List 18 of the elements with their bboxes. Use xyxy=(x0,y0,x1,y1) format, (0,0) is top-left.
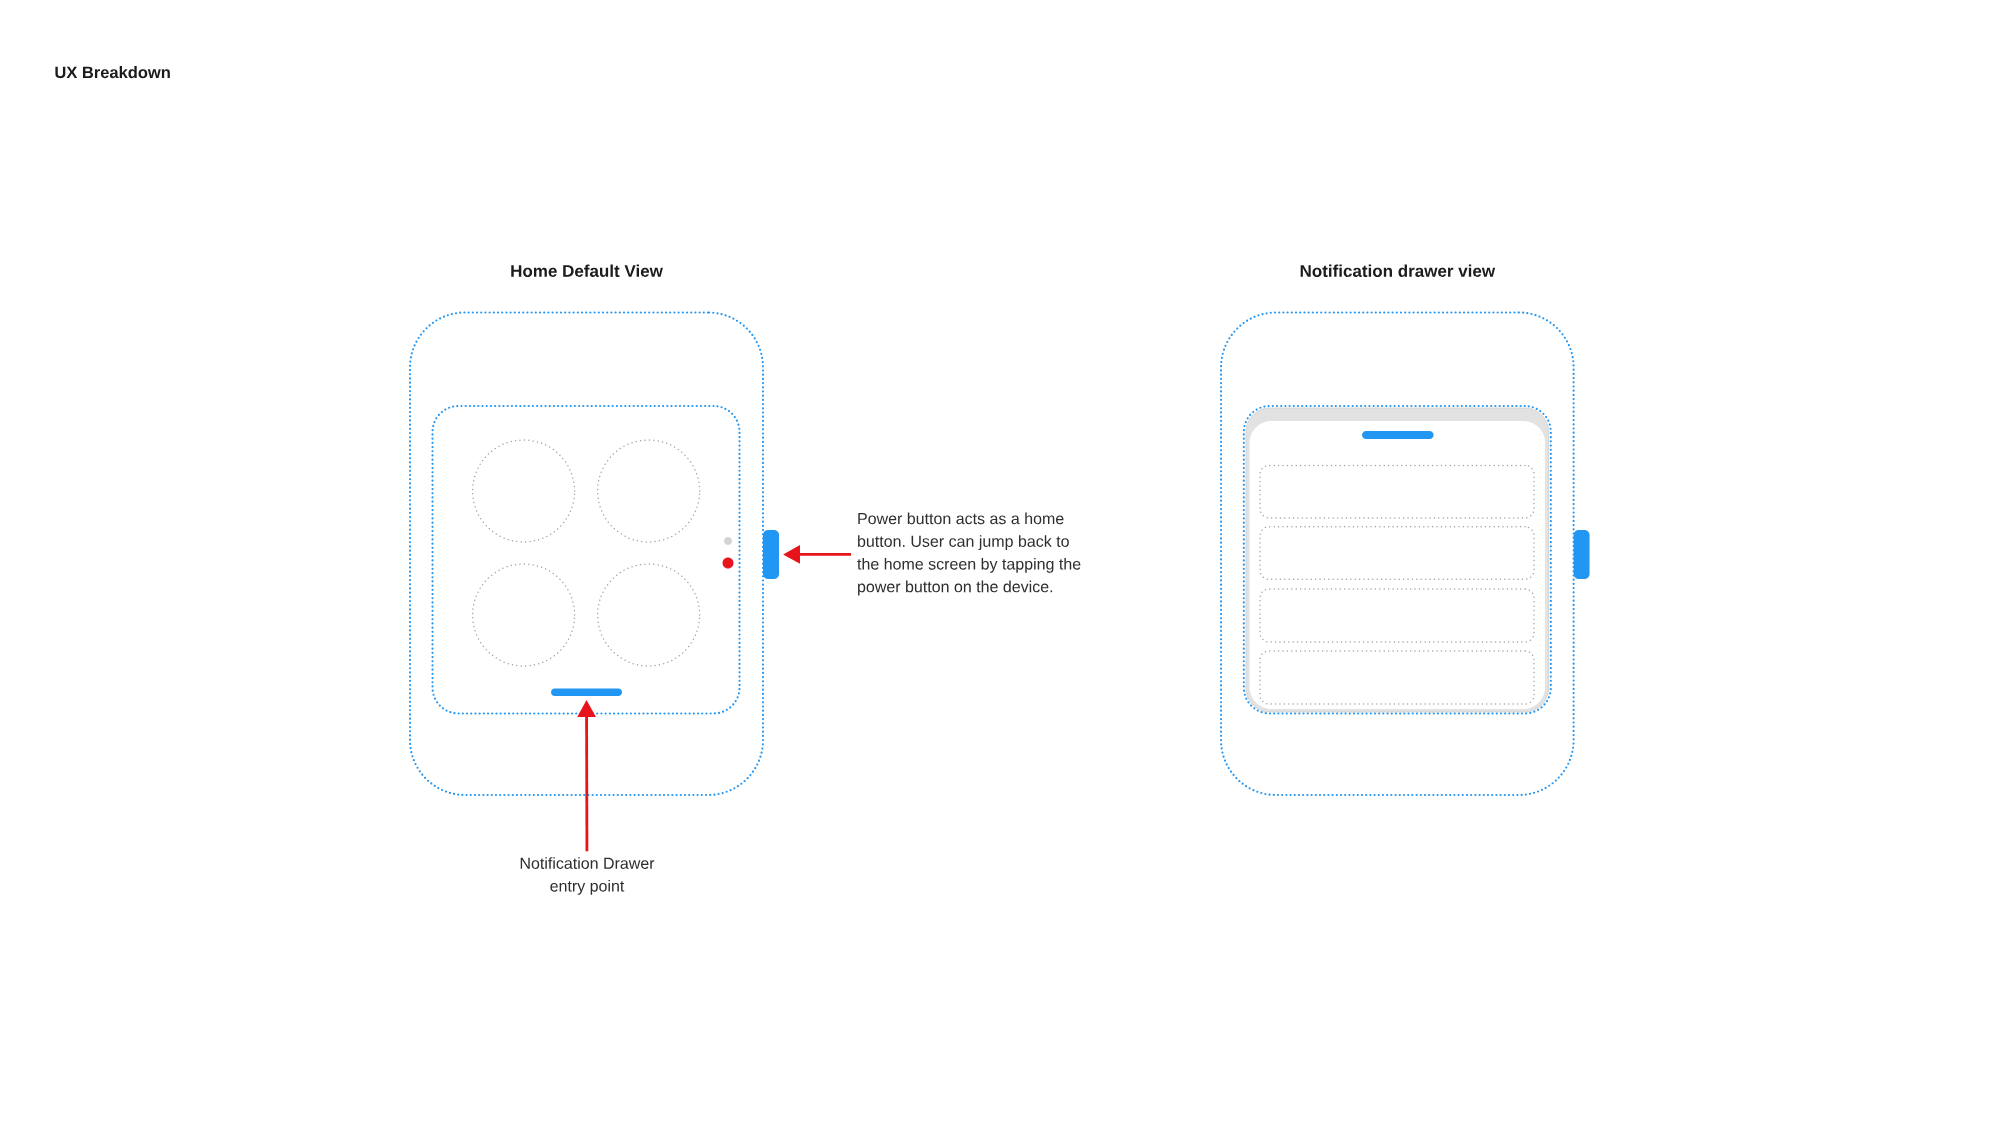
page-title: UX Breakdown xyxy=(55,66,170,79)
notification-card xyxy=(1259,526,1535,581)
notification-card xyxy=(1259,588,1535,643)
node-label: Home Default View xyxy=(511,264,663,277)
app-circle xyxy=(471,563,576,667)
home-bar xyxy=(551,688,622,696)
note-text: Power button acts as a home button. User can jump back to the home screen by tapping the power button on the device. xyxy=(857,512,1081,596)
app-circle xyxy=(471,439,576,543)
notification-card xyxy=(1259,650,1535,705)
power-button xyxy=(763,530,779,579)
app-circle xyxy=(596,439,701,543)
notification-card xyxy=(1259,464,1535,519)
watch-frame: Notification drawer view xyxy=(1219,264,1575,797)
watch-frame: Home Default View xyxy=(408,264,765,797)
node-label: Notification drawer view xyxy=(1300,264,1496,277)
callout-text: Notification Drawer entry point xyxy=(520,857,655,895)
screen-frame xyxy=(431,404,741,715)
app-circle xyxy=(596,563,701,667)
